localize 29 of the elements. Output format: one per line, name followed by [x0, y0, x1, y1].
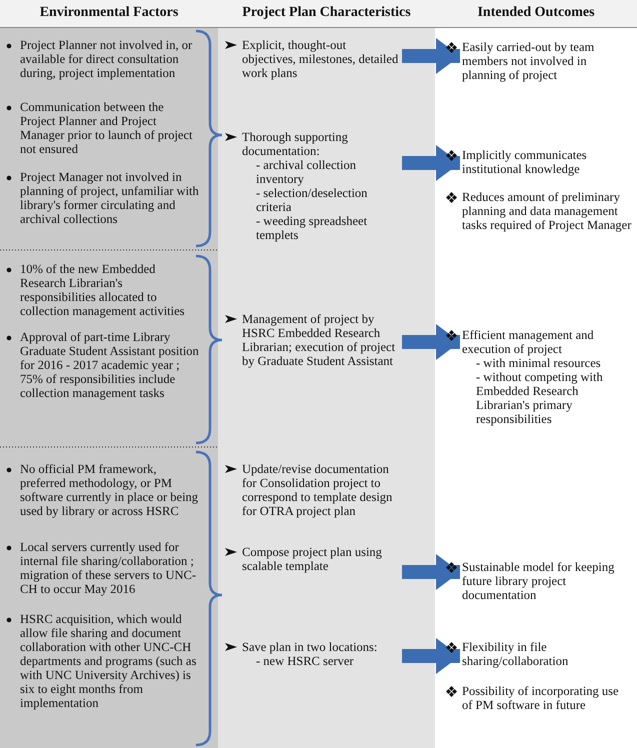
bullet-item: Approval of part-time Library Graduate Student Assistant position for 2016 - 2017 academic year ; 75% of responsibilities include collection management tasks	[20, 330, 200, 400]
block-arrow	[402, 554, 460, 590]
bullet-item: Possibility of incorporating use of PM software in future	[462, 684, 632, 712]
bullet-item: 10% of the new Embedded Research Librarian's responsibilities allocated to collection management activities	[20, 262, 200, 318]
bullet-item: Thorough supporting documentation: - archival collection inventory - selection/deselection criteria - weeding spreadsheet templets	[242, 130, 402, 242]
block-arrow	[402, 324, 460, 360]
bullet-item: Save plan in two locations: - new HSRC server	[242, 640, 402, 668]
bullet-item: Communication between the Project Planner and Project Manager prior to launch of project not ensured	[20, 100, 200, 156]
bullet-item: Project Manager not involved in planning of project, unfamiliar with library's former circulating and archival collections	[20, 170, 200, 226]
bullet-item: HSRC acquisition, which would allow file sharing and document collaboration with other UNC-CH departments and programs (such as with UNC University Archives) is six to eight months from implementation	[20, 612, 200, 710]
bullet-item: Local servers currently used for internal file sharing/collaboration ; migration of these servers to UNC-CH to occur May 2016	[20, 540, 200, 596]
bullet-item: Sustainable model for keeping future library project documentation	[462, 560, 632, 602]
column-header: Intended Outcomes	[476, 6, 596, 20]
bullet-item: Reduces amount of preliminary planning and data management tasks required of Project Manager	[462, 190, 632, 232]
column-header: Project Plan Characteristics	[241, 6, 412, 20]
bullet-item: Efficient management and execution of project - with minimal resources - without competing with Embedded Research Librarian's primary responsibilities	[462, 328, 632, 426]
block-arrow	[402, 638, 460, 674]
bullet-item: Flexibility in file sharing/collaboration	[462, 640, 632, 668]
column-header: Environmental Factors	[38, 6, 180, 20]
bullet-item: No official PM framework, preferred methodology, or PM software currently in place or being used by library or across HSRC	[20, 462, 200, 518]
block-arrow	[402, 38, 460, 74]
bullet-item: Easily carried-out by team members not involved in planning of project	[462, 40, 632, 82]
bullet-item: Implicitly communicates institutional knowledge	[462, 148, 632, 176]
bullet-item: Update/revise documentation for Consolidation project to correspond to template design for OTRA project plan	[242, 462, 402, 518]
bullet-item: Compose project plan using scalable template	[242, 545, 402, 573]
bullet-item: Explicit, thought-out objectives, milestones, detailed work plans	[242, 38, 402, 80]
bullet-item: Project Planner not involved in, or available for direct consultation during, project implementation	[20, 38, 200, 80]
bullet-item: Management of project by HSRC Embedded Research Librarian; execution of project by Graduate Student Assistant	[242, 312, 402, 368]
block-arrow	[402, 145, 460, 181]
